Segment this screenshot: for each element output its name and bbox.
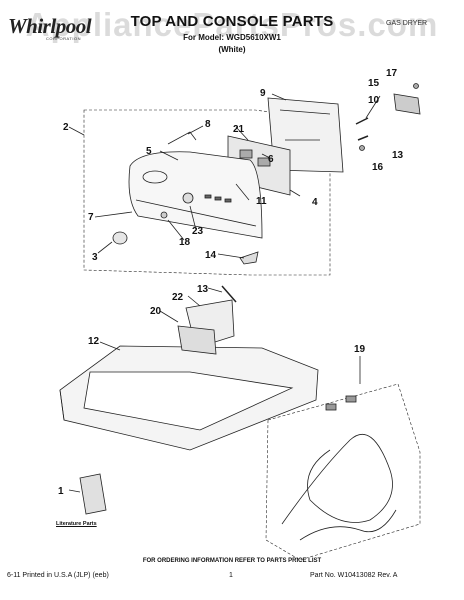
callout-11: 11: [256, 196, 267, 207]
literature-label: Literature Parts: [56, 521, 97, 527]
callout-22: 22: [172, 292, 184, 303]
console-harness: [167, 131, 197, 145]
callout-19: 19: [354, 344, 366, 355]
callout-12: 12: [88, 336, 100, 347]
callout-8: 8: [205, 119, 211, 130]
knob: [112, 231, 128, 245]
callout-1: 1: [58, 486, 64, 497]
callout-7: 7: [88, 212, 94, 223]
assembly-outline: [83, 109, 331, 276]
door-switch: [177, 325, 217, 355]
page-title: TOP AND CONSOLE PARTS: [130, 13, 334, 30]
brand-sub: CORPORATION: [46, 36, 81, 41]
callout-21: 21: [233, 124, 245, 135]
literature-booklet: [79, 473, 107, 515]
callout-18: 18: [179, 237, 191, 248]
callout-6: 6: [268, 154, 274, 165]
callout-13b: 13: [197, 284, 209, 295]
model-line: For Model: WGD5610XW1: [183, 33, 281, 42]
callout-23: 23: [192, 226, 204, 237]
order-note: FOR ORDERING INFORMATION REFER TO PARTS …: [142, 558, 322, 564]
part-number: Part No. W10413082 Rev. A: [310, 572, 398, 579]
end-cap: [239, 251, 259, 265]
callout-17: 17: [386, 68, 398, 79]
color-line: (White): [218, 45, 246, 54]
callout-9: 9: [260, 88, 266, 99]
product-type: GAS DRYER: [386, 20, 428, 27]
page-number: 1: [229, 572, 233, 579]
callout-4: 4: [312, 197, 318, 208]
callout-2: 2: [63, 122, 69, 133]
callout-20: 20: [150, 306, 162, 317]
callout-10: 10: [368, 95, 380, 106]
callout-14: 14: [205, 250, 217, 261]
watermark: AppliancePartsPros.com: [25, 6, 439, 43]
printed-info: 6-11 Printed in U.S.A (JLP) (eeb): [7, 572, 109, 579]
callout-15: 15: [368, 78, 380, 89]
callout-16: 16: [372, 162, 384, 173]
overlay: [393, 93, 421, 115]
callout-3: 3: [92, 252, 98, 263]
callout-5: 5: [146, 146, 152, 157]
callout-13: 13: [392, 150, 404, 161]
brand-logo: Whirlpool: [8, 14, 92, 38]
